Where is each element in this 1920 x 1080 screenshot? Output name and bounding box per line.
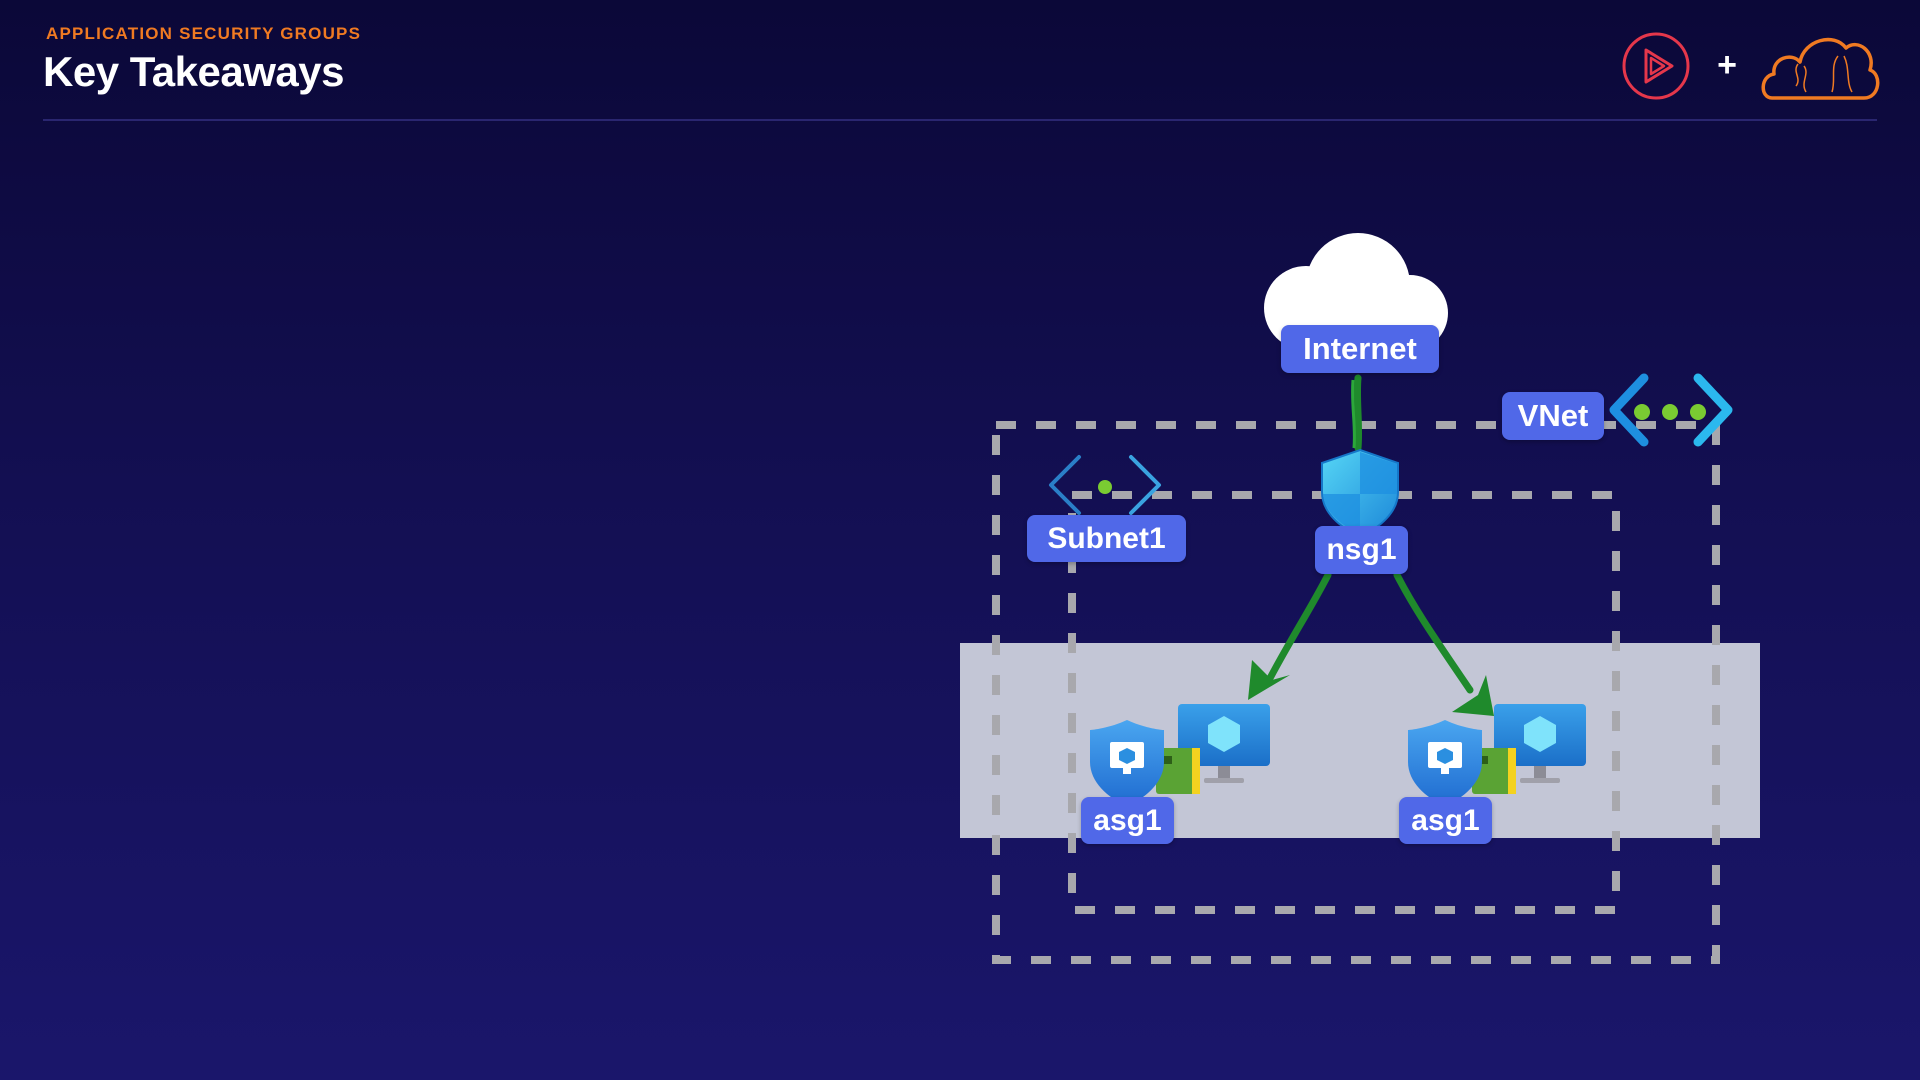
asg-shield-icon-left [1090,720,1164,806]
nsg-to-asg-right-arrow [1393,571,1494,716]
plus-sign: + [1717,46,1737,84]
nsg-shield-icon [1321,448,1399,538]
play-circle-icon [1622,32,1690,100]
page-title: Key Takeaways [43,48,344,95]
vnet-label: VNet [1502,392,1604,440]
asg-label-right: asg1 [1399,797,1492,844]
vm-monitor-icon-right [1494,704,1586,783]
header-divider [43,119,1877,121]
vm-monitor-icon-left [1178,704,1270,783]
internet-label: Internet [1281,325,1439,373]
nsg-to-asg-left-arrow [1248,571,1332,700]
page-eyebrow: APPLICATION SECURITY GROUPS [46,24,362,43]
nsg-label: nsg1 [1315,526,1408,574]
nic-icon-left [1156,748,1200,794]
asg-shield-icon-right [1408,720,1482,806]
subnet-icon [1049,455,1161,515]
cloud-icon [1761,37,1880,100]
vm-band [960,643,1760,838]
internet-to-nsg-arrow [1353,374,1363,452]
nic-icon-right [1472,748,1516,794]
asg-label-left: asg1 [1081,797,1174,844]
subnet-label: Subnet1 [1027,515,1186,562]
vnet-icon [1609,373,1733,447]
